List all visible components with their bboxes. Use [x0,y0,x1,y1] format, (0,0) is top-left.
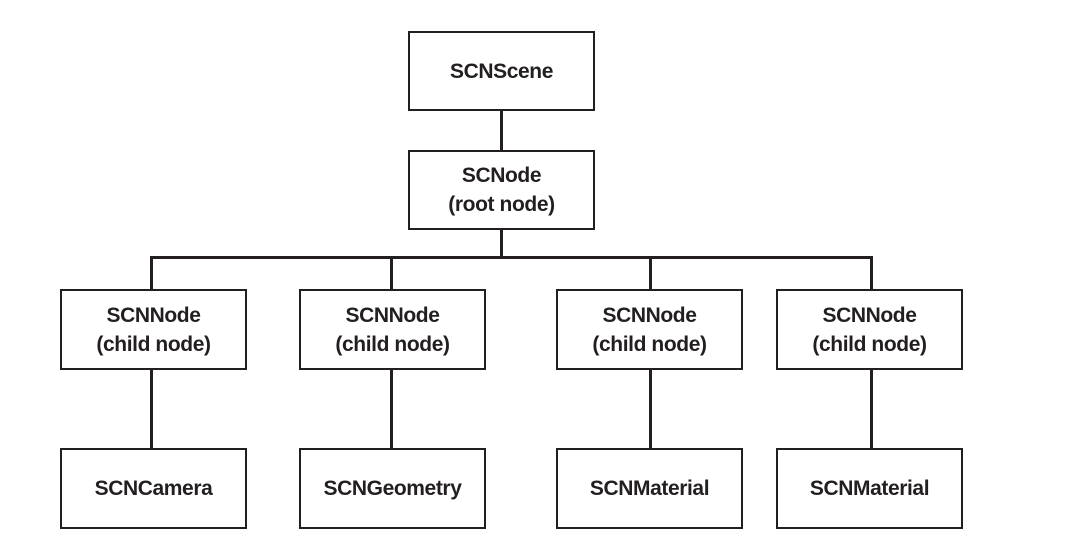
child-node-box: SCNNode (child node) [776,289,963,370]
leaf-label: SCNCamera [94,477,213,500]
scnmaterial-box: SCNMaterial [776,448,963,529]
leaf-label: SCNMaterial [809,477,930,500]
child-node-box: SCNNode (child node) [556,289,743,370]
root-node-box: SCNode (root node) [408,150,595,230]
child-node-subtitle: (child node) [592,332,707,356]
child-node-subtitle: (child node) [335,332,450,356]
connector-scene-root [500,110,503,152]
scncamera-box: SCNCamera [60,448,247,529]
connector-bus-child-2 [390,256,393,291]
child-node-box: SCNNode (child node) [299,289,486,370]
scnscene-box: SCNScene [408,31,595,111]
leaf-label: SCNGeometry [323,477,462,500]
child-node-title: SCNNode [345,303,440,327]
child-node-subtitle: (child node) [812,332,927,356]
scnscene-label: SCNScene [449,59,553,83]
scnmaterial-box: SCNMaterial [556,448,743,529]
connector-horizontal-bus [150,256,873,259]
child-node-box: SCNNode (child node) [60,289,247,370]
child-node-title: SCNNode [822,303,917,327]
child-node-title: SCNNode [602,303,697,327]
child-node-subtitle: (child node) [96,332,211,356]
root-node-title: SCNode [461,164,542,187]
scngeometry-box: SCNGeometry [299,448,486,529]
connector-bus-child-4 [870,256,873,291]
connector-child-4-leaf [870,368,873,450]
leaf-label: SCNMaterial [589,477,710,500]
connector-child-1-leaf [150,368,153,450]
child-node-title: SCNNode [106,303,201,327]
connector-bus-child-3 [649,256,652,291]
connector-child-3-leaf [649,368,652,450]
connector-bus-child-1 [150,256,153,291]
connector-child-2-leaf [390,368,393,450]
root-node-subtitle: (root node) [448,193,555,216]
connector-root-bus [500,229,503,259]
